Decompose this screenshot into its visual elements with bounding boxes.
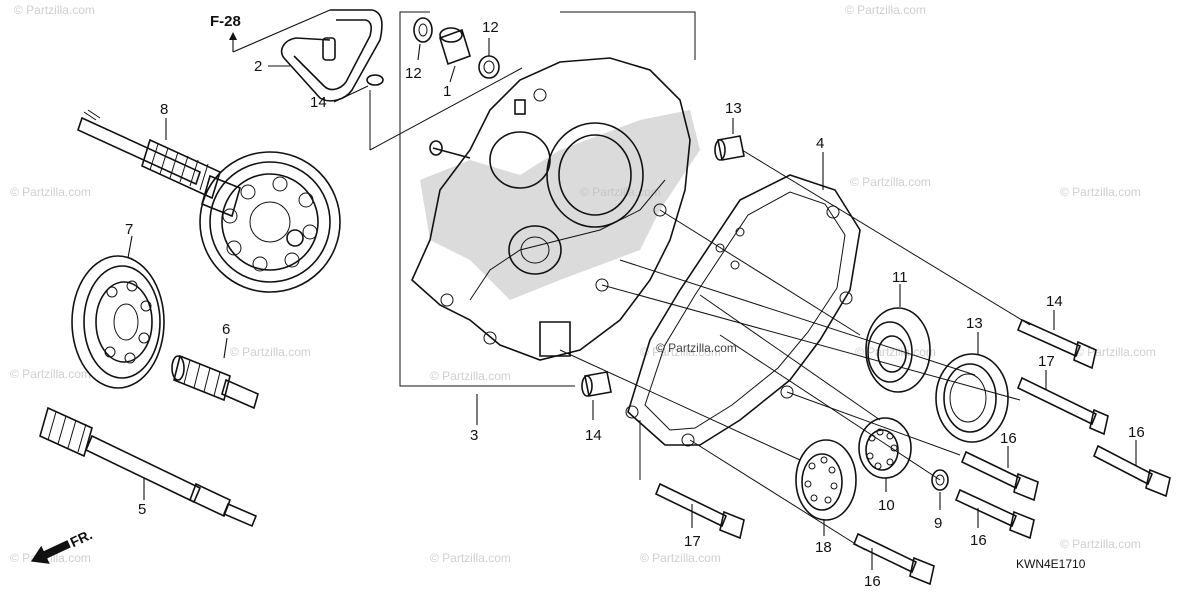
alignment-lines xyxy=(559,149,1031,551)
callout-17-bottom: 17 xyxy=(684,533,701,550)
final-shaft-8 xyxy=(77,109,341,293)
watermark: © Partzilla.com xyxy=(230,345,311,359)
watermark: © Partzilla.com xyxy=(430,369,511,383)
callout-12-left: 12 xyxy=(405,65,422,82)
drive-shaft-5 xyxy=(39,406,258,528)
callout-16-bottom: 16 xyxy=(864,573,881,590)
front-label: FR. xyxy=(67,526,94,550)
callout-9: 9 xyxy=(934,515,942,532)
callout-1: 1 xyxy=(443,83,451,100)
watermark: © Partzilla.com xyxy=(640,345,721,359)
watermark: © Partzilla.com xyxy=(10,551,91,565)
oil-seal-13 xyxy=(935,332,1009,443)
bolt-16-bottom xyxy=(852,532,935,586)
callout-11: 11 xyxy=(892,269,908,286)
seal-12-left xyxy=(413,17,433,61)
callout-7: 7 xyxy=(125,221,133,238)
callout-18: 18 xyxy=(815,539,832,556)
bearing-11 xyxy=(865,284,931,393)
callout-15: 14 xyxy=(310,94,327,111)
clip-15 xyxy=(333,74,384,103)
diagram-code: KWN4E1710 xyxy=(1016,557,1086,571)
dowel-pin-14-bottom xyxy=(581,371,612,420)
callout-2: 2 xyxy=(254,58,262,75)
callout-14-top: 13 xyxy=(725,100,742,117)
callout-8: 8 xyxy=(160,101,168,118)
bearing-10 xyxy=(858,417,912,492)
callout-3: 3 xyxy=(470,427,478,444)
watermark: © Partzilla.com xyxy=(640,551,721,565)
watermark: © Partzilla.com xyxy=(14,3,95,17)
dowel-pin-14-top xyxy=(714,118,745,161)
gear-7 xyxy=(71,235,165,389)
callout-16-middle: 16 xyxy=(1000,430,1017,447)
reference-label: F-28 xyxy=(210,13,241,30)
washer-9 xyxy=(931,469,949,510)
watermark: © Partzilla.com xyxy=(10,185,91,199)
callout-16-lower: 16 xyxy=(970,532,987,549)
callout-4: 4 xyxy=(816,135,824,152)
watermark: © Partzilla.com xyxy=(850,175,931,189)
gasket-4 xyxy=(625,152,861,447)
watermark: © Partzilla.com xyxy=(1060,185,1141,199)
watermark: © Partzilla.com xyxy=(1060,537,1141,551)
collar-1 xyxy=(439,27,471,83)
callout-13: 13 xyxy=(966,315,983,332)
bolt-17-bottom xyxy=(654,482,745,540)
callout-10: 10 xyxy=(878,497,895,514)
callout-17-right: 17 xyxy=(1038,353,1055,370)
cover-assembly-box xyxy=(369,11,696,387)
gasket-watermark: © Partzilla.com xyxy=(656,341,737,355)
transmission-cover-3 xyxy=(411,57,700,425)
watermark: © Partzilla.com xyxy=(845,3,926,17)
bolt-17-right xyxy=(1016,370,1109,436)
bolt-16-far-right xyxy=(1092,440,1171,498)
watermarks: © Partzilla.com © Partzilla.com © Partzi… xyxy=(10,3,1156,565)
bolt-16-middle xyxy=(960,446,1039,502)
callout-14-bottom: 14 xyxy=(585,427,602,444)
watermark: © Partzilla.com xyxy=(10,367,91,381)
watermark: © Partzilla.com xyxy=(430,551,511,565)
callout-6: 6 xyxy=(222,321,230,338)
bolt-16-top-right xyxy=(1016,310,1097,370)
bolt-16-lower xyxy=(954,488,1035,540)
callout-5: 5 xyxy=(138,501,146,518)
callout-16-far-right: 16 xyxy=(1128,424,1145,441)
callout-16-top-right: 14 xyxy=(1046,293,1063,310)
reference-f28: F-28 xyxy=(210,9,331,53)
seal-12-right xyxy=(478,38,500,79)
watermark: © Partzilla.com xyxy=(1075,345,1156,359)
callout-12-right: 12 xyxy=(482,19,499,36)
countershaft-gear-6 xyxy=(171,337,259,410)
bearing-18 xyxy=(795,439,857,536)
